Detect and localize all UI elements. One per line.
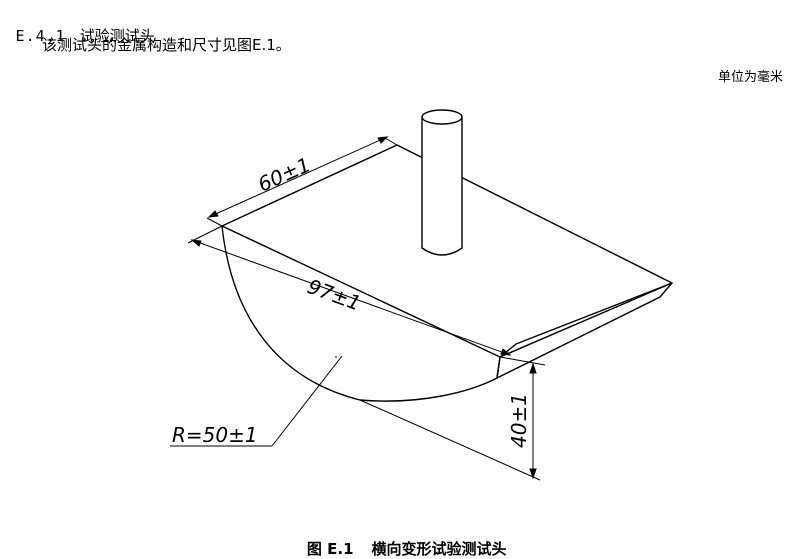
unit-note: 单位为毫米: [717, 70, 783, 85]
dim-line-top-width: [208, 136, 388, 218]
dim-line-length: [191, 239, 511, 356]
section-title: 试验测试头: [79, 27, 155, 45]
figure-number: 图 E.1: [306, 540, 354, 558]
dim-label-radius: R=50±1: [172, 423, 258, 447]
plate-side-face: [496, 282, 673, 379]
blade-arc: [221, 225, 498, 402]
section-heading: E.4.1 试验测试头: [6, 7, 155, 46]
dim-label-top-width: 60±1: [254, 152, 314, 196]
section-number: E.4.1: [15, 27, 66, 45]
figure-caption: 图 E.1 横向变形试验测试头: [0, 520, 803, 559]
shaft: [421, 116, 463, 256]
section-intro-text: 该测试头的金属构造和尺寸见图E.1。: [42, 36, 291, 54]
figure-title: 横向变形试验测试头: [371, 540, 507, 558]
dim-label-height: 40±1: [507, 393, 531, 448]
dim-label-length: 97±1: [304, 274, 364, 315]
shaft-top: [421, 109, 463, 125]
